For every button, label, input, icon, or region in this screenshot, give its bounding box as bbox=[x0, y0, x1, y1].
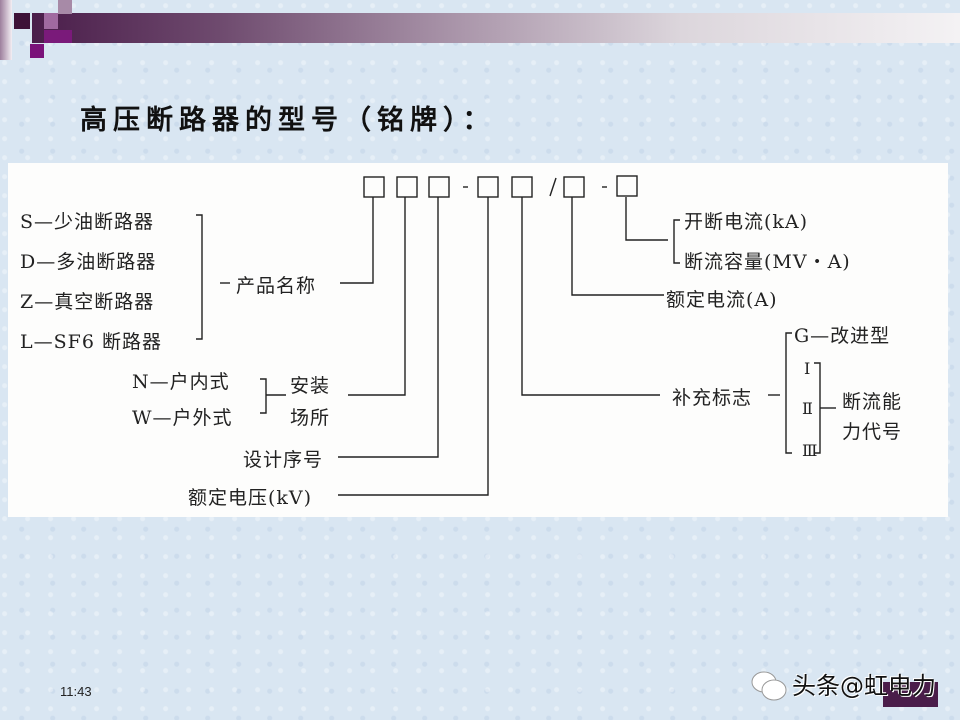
decor-square bbox=[58, 0, 72, 14]
install-location-label-1: 安装 bbox=[290, 375, 331, 397]
decor-square bbox=[44, 13, 58, 29]
rated-current-label: 额定电流(A) bbox=[666, 289, 778, 311]
product-option-s: S—少油断路器 bbox=[20, 211, 155, 233]
level-3: Ⅲ bbox=[802, 441, 819, 460]
watermark-text: 头条@虹电力 bbox=[792, 672, 936, 700]
product-option-z: Z—真空断路器 bbox=[20, 291, 155, 313]
decor-square bbox=[30, 44, 44, 58]
supplementary-label: 补充标志 bbox=[672, 387, 753, 409]
product-option-l: L—SF6 断路器 bbox=[20, 331, 162, 353]
breaking-capacity-label: 断流容量(MV・A) bbox=[684, 251, 851, 273]
slide-time: 11:43 bbox=[60, 684, 92, 699]
improved-type-label: G—改进型 bbox=[794, 325, 891, 347]
level-1: Ⅰ bbox=[804, 359, 812, 378]
level-2: Ⅱ bbox=[802, 399, 814, 418]
watermark: 头条@虹电力 bbox=[750, 660, 950, 710]
capacity-code-label-1: 断流能 bbox=[842, 391, 903, 413]
slide-title: 高压断路器的型号（铭牌）： bbox=[80, 105, 496, 136]
rated-voltage-label: 额定电压(kV) bbox=[188, 487, 313, 509]
chat-bubble-icon bbox=[751, 671, 787, 701]
connector-lines bbox=[196, 175, 836, 496]
capacity-code-label-2: 力代号 bbox=[842, 421, 903, 443]
design-number-label: 设计序号 bbox=[243, 449, 324, 471]
install-option-n: N—户内式 bbox=[132, 371, 230, 393]
title-gradient-bar bbox=[32, 13, 960, 43]
product-option-d: D—多油断路器 bbox=[20, 251, 157, 273]
install-option-w: W—户外式 bbox=[132, 407, 233, 429]
install-location-label-2: 场所 bbox=[290, 407, 331, 429]
decor-square bbox=[44, 30, 72, 43]
breaking-current-label: 开断电流(kA) bbox=[684, 211, 809, 233]
decor-square bbox=[14, 13, 30, 29]
decor-square bbox=[0, 0, 12, 60]
product-name-label: 产品名称 bbox=[236, 275, 317, 297]
model-code-diagram: S—少油断路器 D—多油断路器 Z—真空断路器 L—SF6 断路器 产品名称 N… bbox=[8, 163, 948, 517]
watermark-block bbox=[883, 682, 938, 707]
